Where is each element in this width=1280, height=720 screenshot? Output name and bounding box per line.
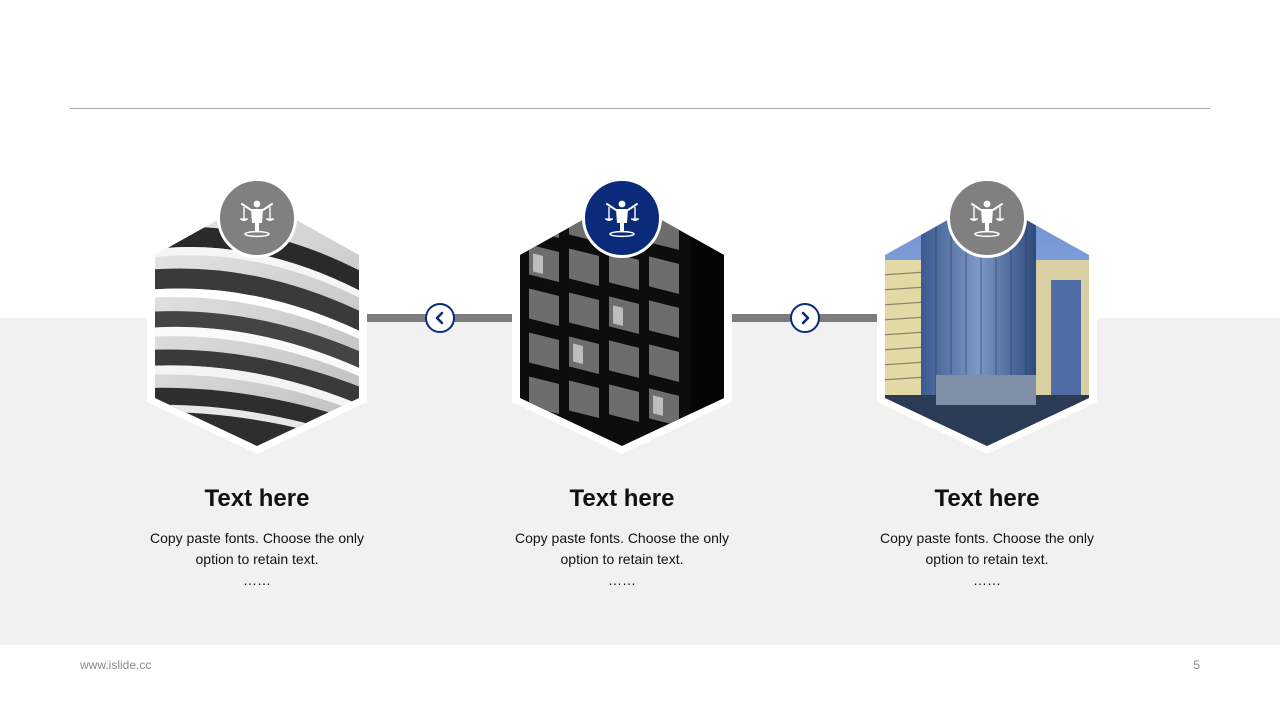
- card-desc-ellipsis: ……: [608, 572, 636, 588]
- chevron-right-icon: [801, 311, 810, 325]
- badge-1: [217, 178, 297, 258]
- chevron-left-icon: [435, 311, 444, 325]
- card-desc-ellipsis: ……: [243, 572, 271, 588]
- footer-url: www.islide.cc: [80, 658, 152, 672]
- justice-figure-scales-icon: [240, 200, 274, 238]
- card-description-2: Copy paste fonts. Choose the only option…: [491, 528, 753, 591]
- card-desc-line: option to retain text.: [560, 551, 684, 567]
- card-desc-ellipsis: ……: [973, 572, 1001, 588]
- next-button[interactable]: [790, 303, 820, 333]
- card-desc-line: option to retain text.: [195, 551, 319, 567]
- card-description-1: Copy paste fonts. Choose the only option…: [126, 528, 388, 591]
- card-image-1: [146, 220, 368, 454]
- previous-button[interactable]: [425, 303, 455, 333]
- card-title-1: Text here: [204, 485, 310, 512]
- card-desc-line: Copy paste fonts. Choose the only: [514, 530, 730, 546]
- badge-3: [947, 178, 1027, 258]
- card-title-3: Text here: [934, 485, 1040, 512]
- page-number: 5: [1193, 658, 1200, 672]
- header-divider: [70, 108, 1210, 109]
- card-description-3: Copy paste fonts. Choose the only option…: [856, 528, 1118, 591]
- card-desc-line: Copy paste fonts. Choose the only: [149, 530, 365, 546]
- card-2: Text here Copy paste fonts. Choose the o…: [511, 178, 751, 588]
- card-1: Text here Copy paste fonts. Choose the o…: [146, 178, 386, 588]
- card-3: Text here Copy paste fonts. Choose the o…: [876, 178, 1116, 588]
- card-desc-line: Copy paste fonts. Choose the only: [879, 530, 1095, 546]
- justice-figure-scales-icon: [605, 200, 639, 238]
- badge-2: [582, 178, 662, 258]
- justice-figure-scales-icon: [970, 200, 1004, 238]
- card-title-2: Text here: [569, 485, 675, 512]
- card-desc-line: option to retain text.: [925, 551, 1049, 567]
